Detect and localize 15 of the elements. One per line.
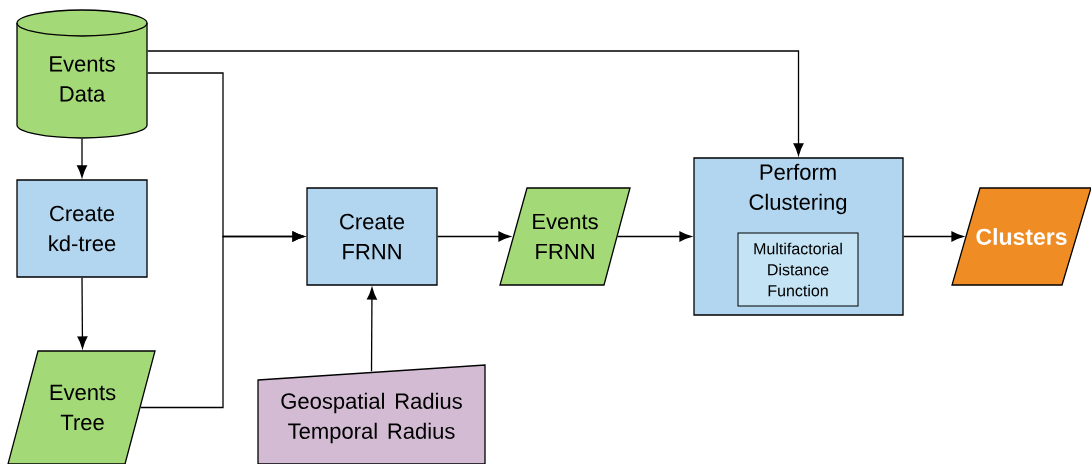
database-cylinder: Events Data (16, 9, 148, 139)
arrow (77, 138, 87, 178)
arrow (140, 231, 305, 409)
arrow (147, 50, 804, 156)
arrow (903, 231, 964, 242)
data-parallelogram: Events Tree (7, 350, 156, 464)
output-parallelogram: Clusters (951, 187, 1091, 286)
arrow (437, 231, 511, 242)
process-box: Create FRNN (306, 187, 438, 286)
process-box: Create kd-tree (16, 179, 148, 278)
arrow (77, 277, 88, 349)
function-box: Multifactorial Distance Function (737, 232, 859, 307)
arrow (617, 231, 692, 242)
arrow (366, 287, 377, 372)
data-parallelogram: Events FRNN (499, 187, 631, 286)
